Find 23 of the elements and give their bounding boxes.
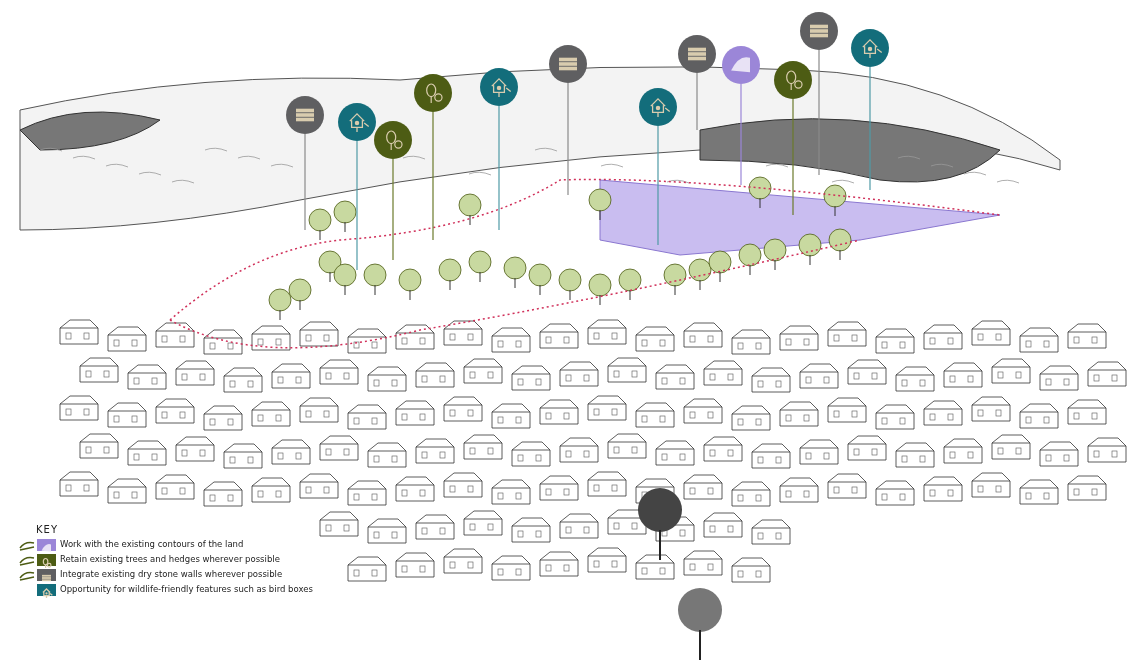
leader-line (498, 105, 500, 231)
leader-line (657, 125, 659, 246)
legend-text: Integrate existing dry stone walls wherever possible (60, 569, 283, 579)
legend-text: Opportunity for wildlife-friendly features such as bird boxes (60, 584, 313, 594)
legend-text: Work with the existing contours of the land (60, 539, 244, 549)
leader-line (432, 111, 434, 241)
key-heading: KEY (36, 524, 58, 535)
stone-wall-marker-icon (800, 12, 838, 50)
leader-line (869, 66, 871, 191)
legend-text: Retain existing trees and hedges wherever possible (60, 554, 280, 564)
leader-line (392, 158, 394, 261)
leader-line (304, 133, 306, 231)
leader-line (356, 140, 358, 271)
leader-line (740, 83, 742, 186)
stone-wall-marker-icon (549, 45, 587, 83)
leader-line (696, 72, 698, 131)
tree-marker-icon (774, 61, 812, 99)
contour-marker-icon (722, 46, 760, 84)
leader-line (818, 49, 820, 176)
leader-line (792, 98, 794, 216)
leader-line (567, 82, 569, 196)
stone-wall-marker-icon (678, 35, 716, 73)
bird-box-marker-icon (851, 29, 889, 67)
